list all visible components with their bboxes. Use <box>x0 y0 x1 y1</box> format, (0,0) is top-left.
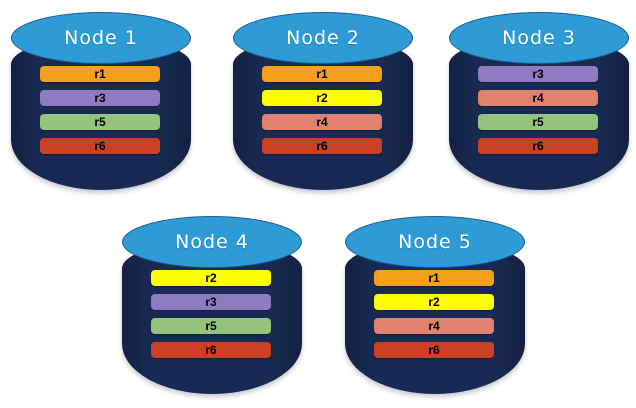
replica-list: r3 r4 r5 r6 <box>478 66 598 154</box>
node-label: Node 5 <box>398 231 472 253</box>
replica-bar-r6[interactable]: r6 <box>40 138 160 154</box>
node-cylinder-4[interactable]: Node 4 r2 r3 r5 r6 <box>122 216 302 394</box>
replica-bar-r5[interactable]: r5 <box>478 114 598 130</box>
replica-bar-r6[interactable]: r6 <box>262 138 382 154</box>
node-top-disc: Node 2 <box>233 12 413 64</box>
replica-bar-r4[interactable]: r4 <box>262 114 382 130</box>
replica-bar-r3[interactable]: r3 <box>478 66 598 82</box>
node-label: Node 2 <box>286 27 360 49</box>
replica-bar-r5[interactable]: r5 <box>151 318 271 334</box>
replica-bar-r1[interactable]: r1 <box>262 66 382 82</box>
node-label: Node 3 <box>502 27 576 49</box>
node-cylinder-3[interactable]: Node 3 r3 r4 r5 r6 <box>449 12 629 190</box>
replica-list: r1 r3 r5 r6 <box>40 66 160 154</box>
node-top-disc: Node 5 <box>345 216 525 268</box>
replica-bar-r4[interactable]: r4 <box>478 90 598 106</box>
replica-bar-r3[interactable]: r3 <box>40 90 160 106</box>
replica-bar-r1[interactable]: r1 <box>374 270 494 286</box>
node-top-disc: Node 1 <box>11 12 191 64</box>
replica-bar-r2[interactable]: r2 <box>374 294 494 310</box>
replica-bar-r6[interactable]: r6 <box>478 138 598 154</box>
replica-bar-r1[interactable]: r1 <box>40 66 160 82</box>
node-cylinder-1[interactable]: Node 1 r1 r3 r5 r6 <box>11 12 191 190</box>
node-cylinder-5[interactable]: Node 5 r1 r2 r4 r6 <box>345 216 525 394</box>
replica-bar-r5[interactable]: r5 <box>40 114 160 130</box>
replica-bar-r6[interactable]: r6 <box>374 342 494 358</box>
replica-bar-r2[interactable]: r2 <box>262 90 382 106</box>
replica-bar-r6[interactable]: r6 <box>151 342 271 358</box>
replica-bar-r3[interactable]: r3 <box>151 294 271 310</box>
replica-list: r2 r3 r5 r6 <box>151 270 271 358</box>
replica-bar-r2[interactable]: r2 <box>151 270 271 286</box>
replica-bar-r4[interactable]: r4 <box>374 318 494 334</box>
replica-list: r1 r2 r4 r6 <box>374 270 494 358</box>
node-top-disc: Node 3 <box>449 12 629 64</box>
replica-list: r1 r2 r4 r6 <box>262 66 382 154</box>
node-label: Node 1 <box>64 27 138 49</box>
node-label: Node 4 <box>175 231 249 253</box>
node-top-disc: Node 4 <box>122 216 302 268</box>
node-cylinder-2[interactable]: Node 2 r1 r2 r4 r6 <box>233 12 413 190</box>
